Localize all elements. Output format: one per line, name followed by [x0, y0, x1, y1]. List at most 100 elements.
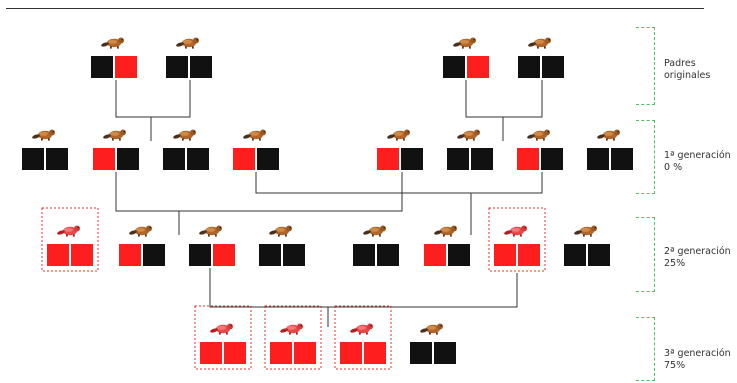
allele-square	[588, 244, 610, 266]
allele-square	[471, 148, 493, 170]
allele-square	[443, 56, 465, 78]
gen2-individual	[564, 225, 610, 266]
generation-label-gen2: 2ª generación 25%	[664, 246, 731, 270]
allele-square	[93, 148, 115, 170]
beaver-icon	[102, 129, 126, 141]
allele-square	[224, 342, 246, 364]
bracket-gen3	[636, 317, 655, 381]
allele-square	[353, 244, 375, 266]
allele-square	[259, 244, 281, 266]
allele-square	[401, 148, 423, 170]
allele-square	[377, 148, 399, 170]
parents-individual	[518, 37, 564, 78]
allele-square	[200, 342, 222, 364]
beaver-icon	[503, 225, 527, 237]
allele-square	[424, 244, 446, 266]
lineage-connector	[115, 80, 191, 118]
beaver-icon	[386, 129, 410, 141]
allele-square	[494, 244, 516, 266]
gen3-individual	[264, 305, 322, 370]
label-line-1: 2ª generación	[664, 246, 731, 257]
gen3-individual	[334, 305, 392, 370]
label-line-1: Padres	[664, 58, 696, 69]
gen3-individual	[410, 323, 456, 364]
beaver-icon	[56, 225, 80, 237]
beaver-icon	[527, 37, 551, 49]
allele-square	[518, 56, 540, 78]
beaver-icon	[172, 129, 196, 141]
beaver-icon	[456, 129, 480, 141]
label-line-1: 3ª generación	[664, 348, 731, 359]
allele-square	[91, 56, 113, 78]
beaver-icon	[268, 225, 292, 237]
generation-label-gen1: 1ª generación 0 %	[664, 150, 731, 174]
allele-square	[213, 244, 235, 266]
allele-square	[377, 244, 399, 266]
label-line-2: 75%	[664, 360, 686, 371]
lineage-connector	[255, 172, 543, 194]
beaver-icon	[349, 323, 373, 335]
beaver-icon	[433, 225, 457, 237]
beaver-icon	[573, 225, 597, 237]
allele-square	[233, 148, 255, 170]
allele-square	[518, 244, 540, 266]
allele-square	[611, 148, 633, 170]
lineage-connector	[465, 80, 543, 118]
allele-square	[257, 148, 279, 170]
allele-square	[434, 342, 456, 364]
allele-square	[467, 56, 489, 78]
beaver-icon	[209, 323, 233, 335]
beaver-icon	[526, 129, 550, 141]
beaver-icon	[452, 37, 476, 49]
beaver-icon	[596, 129, 620, 141]
highlight-box	[41, 207, 99, 272]
beaver-icon	[198, 225, 222, 237]
allele-square	[163, 148, 185, 170]
gen2-individual	[424, 225, 470, 266]
gen2-individual	[189, 225, 235, 266]
allele-square	[364, 342, 386, 364]
gen2-individual	[119, 225, 165, 266]
allele-square	[283, 244, 305, 266]
allele-square	[47, 244, 69, 266]
allele-square	[115, 56, 137, 78]
gen1-individual	[22, 129, 68, 170]
allele-square	[46, 148, 68, 170]
beaver-icon	[279, 323, 303, 335]
beaver-icon	[419, 323, 443, 335]
label-line-2: 0 %	[664, 162, 683, 173]
gen2-individual	[259, 225, 305, 266]
gen1-individual	[163, 129, 209, 170]
gen1-individual	[233, 129, 279, 170]
bracket-padres	[636, 27, 655, 105]
allele-square	[166, 56, 188, 78]
gen1-individual	[587, 129, 633, 170]
beaver-icon	[100, 37, 124, 49]
allele-square	[448, 244, 470, 266]
allele-square	[22, 148, 44, 170]
label-line-2: 25%	[664, 258, 686, 269]
allele-square	[447, 148, 469, 170]
label-line-2: originales	[664, 70, 711, 81]
generation-label-gen3: 3ª generación 75%	[664, 348, 731, 372]
label-line-1: 1ª generación	[664, 150, 731, 161]
gen1-individual	[377, 129, 423, 170]
parents-individual	[166, 37, 212, 78]
gen2-individual	[353, 225, 399, 266]
parents-individual	[443, 37, 489, 78]
allele-square	[410, 342, 432, 364]
allele-square	[587, 148, 609, 170]
bracket-gen2	[636, 217, 655, 292]
parents-individual	[91, 37, 137, 78]
gen1-individual	[93, 129, 139, 170]
generation-label-padres: Padres originales	[664, 58, 710, 82]
allele-square	[542, 56, 564, 78]
allele-square	[190, 56, 212, 78]
allele-square	[294, 342, 316, 364]
lineage-connector	[115, 172, 403, 212]
beaver-icon	[242, 129, 266, 141]
gen3-individual	[194, 305, 252, 370]
allele-square	[119, 244, 141, 266]
allele-square	[71, 244, 93, 266]
